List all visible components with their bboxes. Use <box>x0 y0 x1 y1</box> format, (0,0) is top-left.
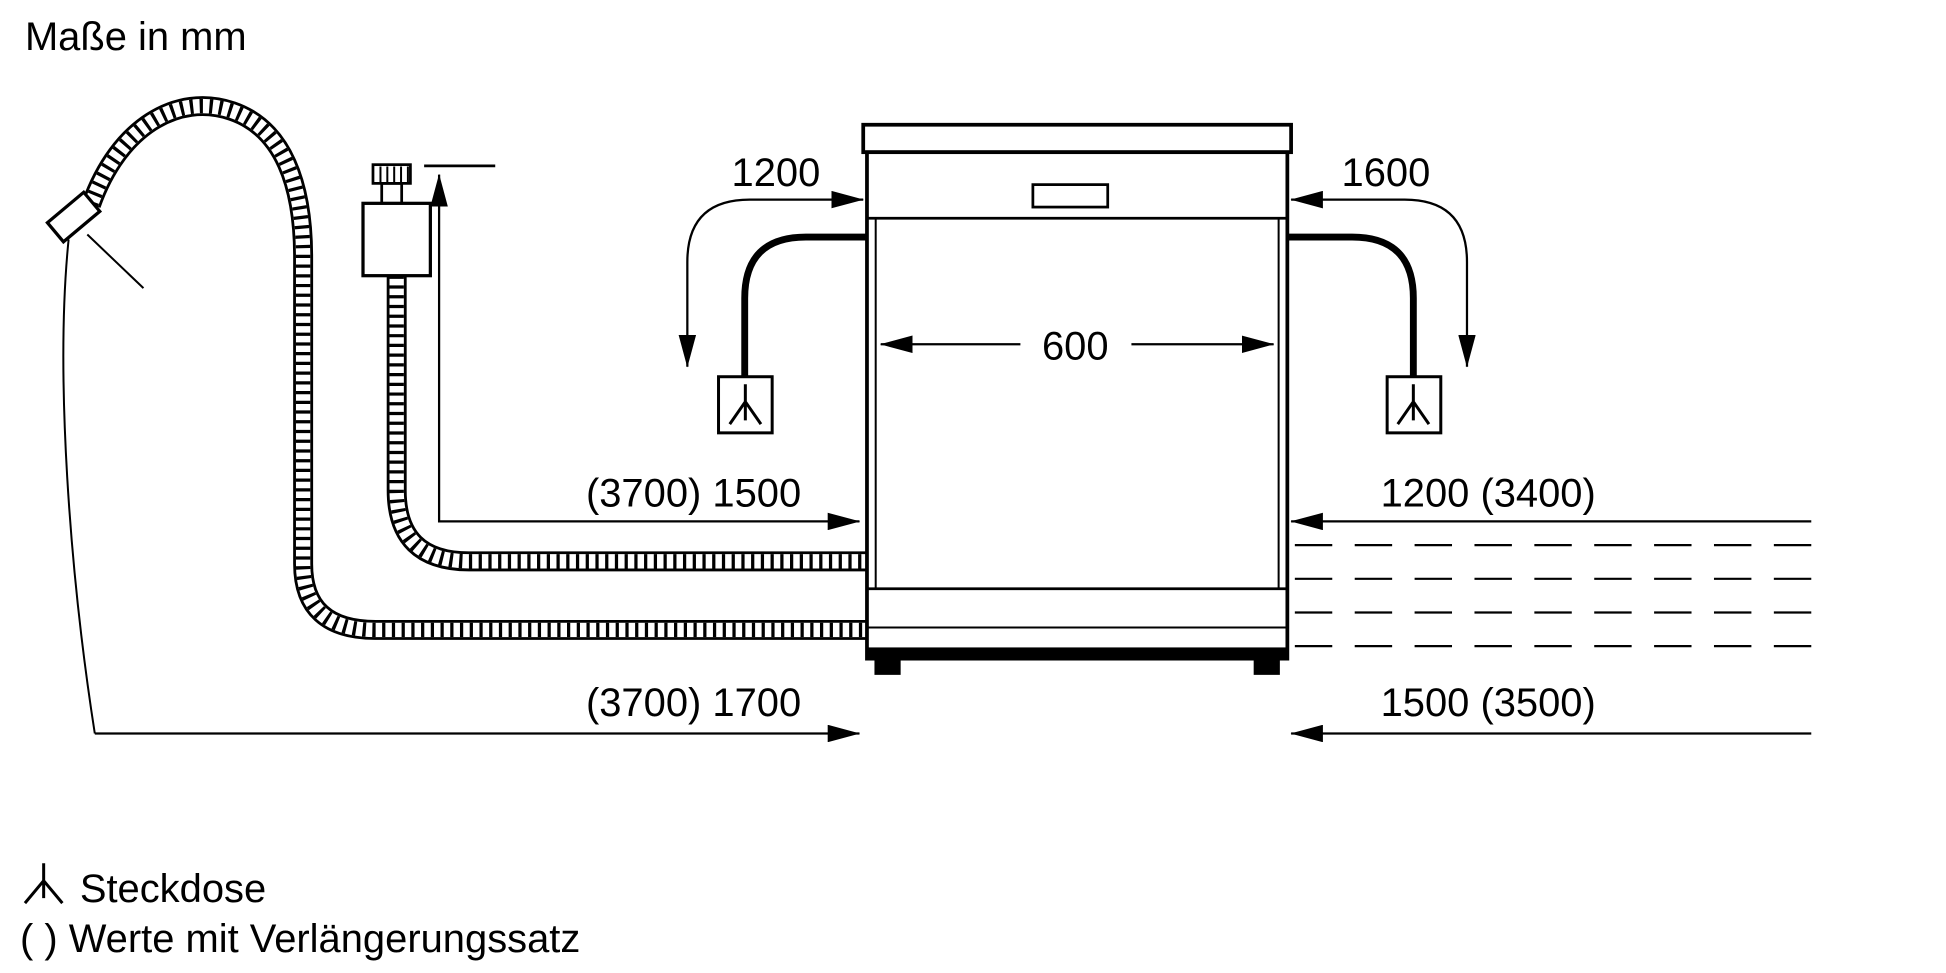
page-title: Maße in mm <box>25 15 247 59</box>
dim-label-right-mid: 1200 (3400) <box>1381 471 1596 515</box>
power-cord-right <box>1287 233 1417 377</box>
dim-width: 600 <box>880 324 1275 368</box>
legend: Steckdose ( ) Werte mit Verlängerungssat… <box>20 863 580 961</box>
socket-legend-icon <box>23 863 64 905</box>
dim-label-left-mid: (3700) 1500 <box>586 471 801 515</box>
dim-label-left-bottom: (3700) 1700 <box>586 681 801 725</box>
drain-hose <box>45 106 865 630</box>
right-foot <box>1253 658 1280 675</box>
base-strip <box>868 647 1287 659</box>
power-cord-left <box>741 233 867 377</box>
dim-label-right-cord: 1600 <box>1342 151 1431 195</box>
drain-end-leader-line <box>86 233 145 289</box>
legend-extension-note: ( ) Werte mit Verlängerungssatz <box>20 917 580 961</box>
door-side-lines <box>874 218 1280 589</box>
legend-socket-label: Steckdose <box>80 867 266 911</box>
dishwasher-outline <box>865 150 1290 661</box>
left-foot <box>874 658 901 675</box>
dishwasher <box>861 122 1293 675</box>
water-tap-icon <box>361 163 432 278</box>
dim-label-right-bottom: 1500 (3500) <box>1381 681 1596 725</box>
socket-icon-right <box>1385 375 1443 435</box>
supply-hose <box>397 276 866 562</box>
dim-label-width: 600 <box>1042 324 1109 368</box>
dim-line-right-cord <box>1290 190 1476 368</box>
dim-line-left-mid <box>430 174 861 531</box>
dim-line-left-cord <box>678 190 864 368</box>
dim-label-left-cord: 1200 <box>732 151 821 195</box>
door-handle <box>1031 183 1110 209</box>
drain-length-leader <box>62 239 96 734</box>
worktop-band <box>861 122 1293 155</box>
socket-icon-left <box>717 375 774 435</box>
extension-hose-dashed-lines <box>1294 544 1812 648</box>
drain-hose-end-cap <box>45 189 103 245</box>
